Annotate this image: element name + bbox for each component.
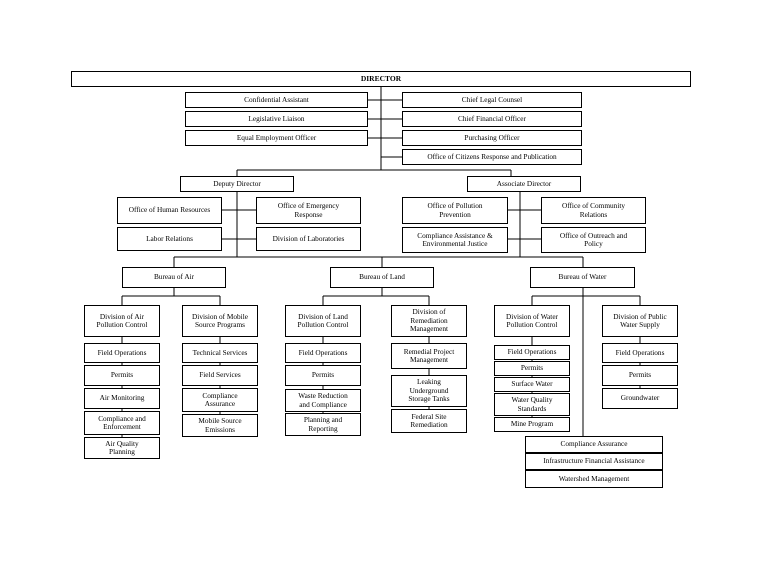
water-unit-permits: Permits: [494, 361, 570, 376]
air-unit-air-quality-planning: Air Quality Planning: [84, 437, 160, 459]
office-emergency-response: Office of Emergency Response: [256, 197, 361, 224]
water-shared-infrastructure-financial-assistance: Infrastructure Financial Assistance: [525, 453, 663, 470]
mobile-unit-technical-services: Technical Services: [182, 343, 258, 363]
staff-purchasing-officer: Purchasing Officer: [402, 130, 582, 146]
water-shared-watershed-management: Watershed Management: [525, 470, 663, 488]
land-unit-waste-reduction-compliance: Waste Reduction and Compliance: [285, 389, 361, 412]
division-land-pollution-control: Division of Land Pollution Control: [285, 305, 361, 337]
division-remediation-management: Division of Remediation Management: [391, 305, 467, 337]
bureau-of-air: Bureau of Air: [122, 267, 226, 288]
deputy-director-box: Deputy Director: [180, 176, 294, 192]
water-unit-field-operations: Field Operations: [494, 345, 570, 360]
division-public-water-supply: Division of Public Water Supply: [602, 305, 678, 337]
office-pollution-prevention: Office of Pollution Prevention: [402, 197, 508, 224]
division-laboratories: Division of Laboratories: [256, 227, 361, 251]
compliance-assistance-ej: Compliance Assistance & Environmental Ju…: [402, 227, 508, 253]
pws-unit-field-operations: Field Operations: [602, 343, 678, 363]
staff-chief-financial-officer: Chief Financial Officer: [402, 111, 582, 127]
staff-confidential-assistant: Confidential Assistant: [185, 92, 368, 108]
staff-equal-employment-officer: Equal Employment Officer: [185, 130, 368, 146]
bureau-of-land: Bureau of Land: [330, 267, 434, 288]
land-unit-field-operations: Field Operations: [285, 343, 361, 363]
mobile-unit-compliance-assurance: Compliance Assurance: [182, 388, 258, 412]
water-shared-compliance-assurance: Compliance Assurance: [525, 436, 663, 453]
remediation-unit-federal-site: Federal Site Remediation: [391, 409, 467, 433]
office-outreach-policy: Office of Outreach and Policy: [541, 227, 646, 253]
air-unit-air-monitoring: Air Monitoring: [84, 388, 160, 409]
water-unit-surface-water: Surface Water: [494, 377, 570, 392]
air-unit-permits: Permits: [84, 365, 160, 386]
remediation-unit-leaking-ust: Leaking Underground Storage Tanks: [391, 375, 467, 407]
remediation-unit-remedial-project-management: Remedial Project Management: [391, 343, 467, 369]
staff-citizens-response: Office of Citizens Response and Publicat…: [402, 149, 582, 165]
division-mobile-source-programs: Division of Mobile Source Programs: [182, 305, 258, 337]
land-unit-planning-reporting: Planning and Reporting: [285, 413, 361, 436]
land-unit-permits: Permits: [285, 365, 361, 386]
mobile-unit-mobile-source-emissions: Mobile Source Emissions: [182, 414, 258, 437]
air-unit-compliance-enforcement: Compliance and Enforcement: [84, 411, 160, 435]
associate-director-box: Associate Director: [467, 176, 581, 192]
staff-chief-legal-counsel: Chief Legal Counsel: [402, 92, 582, 108]
office-human-resources: Office of Human Resources: [117, 197, 222, 224]
staff-legislative-liaison: Legislative Liaison: [185, 111, 368, 127]
division-water-pollution-control: Division of Water Pollution Control: [494, 305, 570, 337]
director-box: DIRECTOR: [71, 71, 691, 87]
labor-relations: Labor Relations: [117, 227, 222, 251]
pws-unit-permits: Permits: [602, 365, 678, 386]
bureau-of-water: Bureau of Water: [530, 267, 635, 288]
water-unit-mine-program: Mine Program: [494, 417, 570, 432]
water-unit-water-quality-standards: Water Quality Standards: [494, 393, 570, 416]
office-community-relations: Office of Community Relations: [541, 197, 646, 224]
division-air-pollution-control: Division of Air Pollution Control: [84, 305, 160, 337]
mobile-unit-field-services: Field Services: [182, 365, 258, 386]
air-unit-field-operations: Field Operations: [84, 343, 160, 363]
pws-unit-groundwater: Groundwater: [602, 388, 678, 409]
